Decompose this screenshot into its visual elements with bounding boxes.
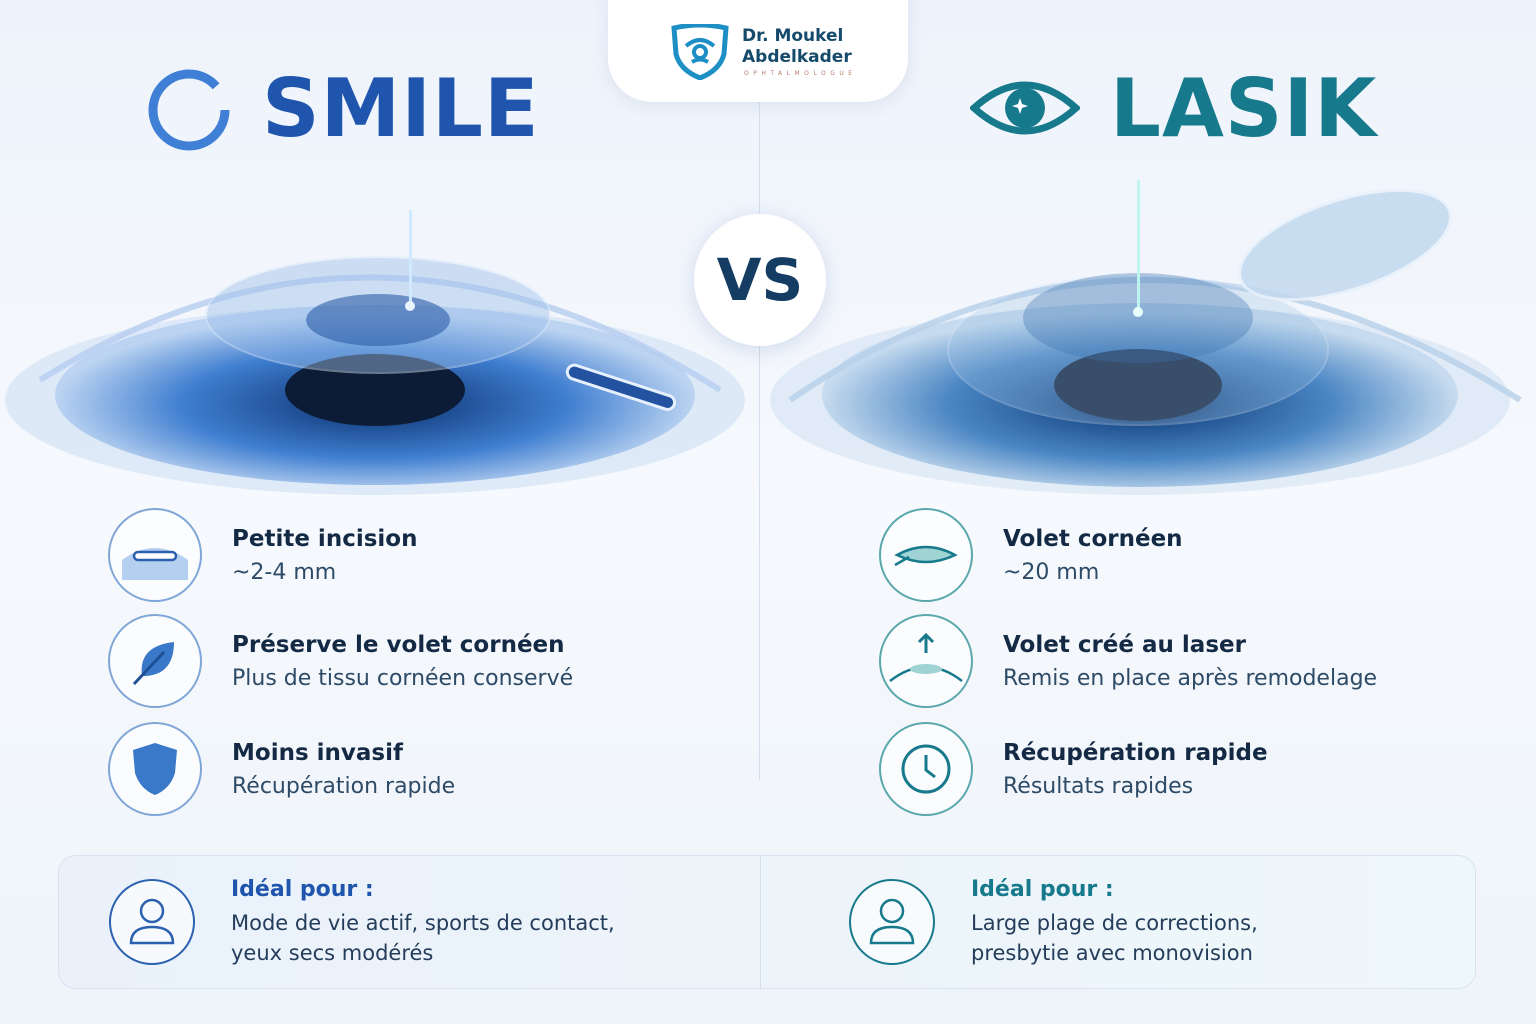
user-icon	[849, 879, 935, 965]
logo-name-line2: Abdelkader	[742, 47, 852, 67]
lasik-feature-flap: Volet cornéen ~20 mm	[879, 508, 1377, 602]
ideal-label: Idéal pour :	[231, 876, 374, 902]
lasik-eye-illustration	[770, 180, 1522, 495]
lasik-title: LASIK	[1110, 62, 1378, 155]
feature-title: Petite incision	[232, 525, 418, 552]
feature-title: Volet créé au laser	[1003, 631, 1246, 658]
lasik-ideal-for: Idéal pour : Large plage de corrections, p…	[849, 856, 1258, 988]
shield-icon	[108, 722, 202, 816]
feature-title: Préserve le volet cornéen	[232, 631, 565, 658]
vs-badge: VS	[694, 214, 826, 346]
user-icon	[109, 879, 195, 965]
ideal-line: presbytie avec monovision	[971, 940, 1253, 965]
ideal-label: Idéal pour :	[971, 876, 1114, 902]
lasik-eye-icon	[970, 81, 1080, 135]
leaf-icon	[108, 614, 202, 708]
feature-title: Moins invasif	[232, 739, 403, 766]
smile-title: SMILE	[262, 62, 540, 155]
feature-title: Récupération rapide	[1003, 739, 1268, 766]
feature-subtitle: ~2-4 mm	[232, 559, 337, 585]
ideal-line: yeux secs modérés	[231, 940, 434, 965]
smile-features: Petite incision ~2-4 mm Préserve le volet…	[108, 508, 573, 816]
smile-ring-icon	[148, 69, 230, 151]
feature-subtitle: Récupération rapide	[232, 773, 456, 799]
clock-icon	[879, 722, 973, 816]
arrow-up-icon	[879, 614, 973, 708]
logo-shield-icon	[671, 24, 729, 80]
smile-feature-incision: Petite incision ~2-4 mm	[108, 508, 573, 602]
center-divider	[759, 100, 760, 780]
incision-icon	[108, 508, 202, 602]
smile-eye-illustration	[5, 210, 745, 495]
flap-icon	[879, 508, 973, 602]
feature-subtitle: ~20 mm	[1003, 559, 1100, 585]
feature-subtitle: Résultats rapides	[1003, 773, 1194, 799]
feature-subtitle: Remis en place après remodelage	[1003, 665, 1378, 691]
feature-subtitle: Plus de tissu cornéen conservé	[232, 665, 574, 691]
ideal-line: Large plage de corrections,	[971, 910, 1258, 935]
feature-title: Volet cornéen	[1003, 525, 1183, 552]
logo-subtitle: OPHTALMOLOGUE	[744, 70, 857, 77]
smile-ideal-for: Idéal pour : Mode de vie actif, sports de…	[109, 856, 615, 988]
ideal-line: Mode de vie actif, sports de contact,	[231, 910, 615, 935]
logo-name-line1: Dr. Moukel	[742, 26, 844, 46]
ideal-for-panel: Idéal pour : Mode de vie actif, sports de…	[58, 855, 1476, 989]
logo-card	[608, 0, 908, 102]
